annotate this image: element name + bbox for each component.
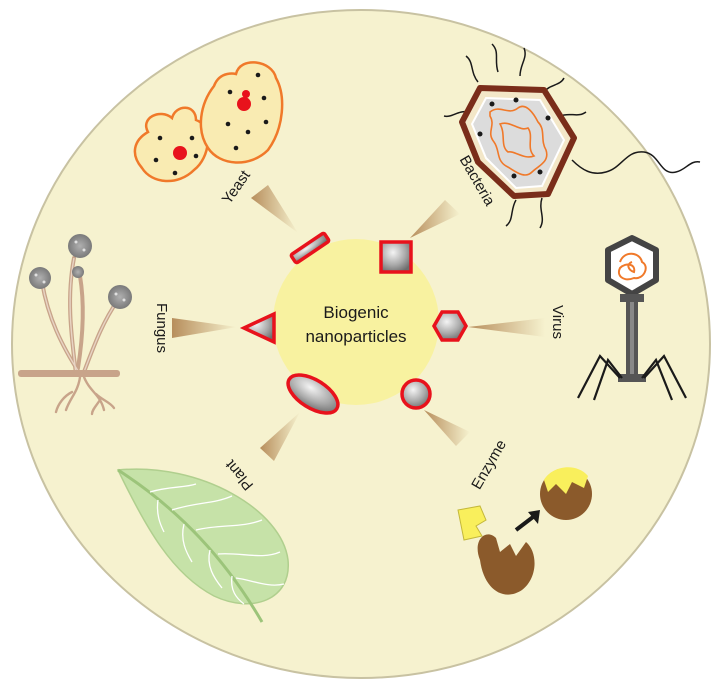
- enzyme-open: [477, 534, 535, 595]
- nanoparticle-triangle: [239, 311, 276, 345]
- yeast-granules: [153, 72, 269, 176]
- bound-substrate: [544, 467, 588, 494]
- fungus-spore-1: [68, 234, 92, 258]
- yeast-bud-nucleus: [242, 90, 250, 98]
- leaf-veins: [149, 483, 285, 605]
- bacteria-flagella: [443, 43, 701, 229]
- nanoparticle-cube: [379, 240, 413, 274]
- fungus-illustration: [18, 234, 132, 416]
- cone-virus: [468, 318, 545, 337]
- fungus-spore-2: [29, 267, 51, 289]
- fungus-roots: [54, 375, 116, 416]
- nanoparticles: [239, 231, 469, 415]
- arrow-head: [528, 510, 540, 524]
- fungus-substrate: [18, 370, 120, 377]
- virus-baseplate: [618, 374, 646, 382]
- virus-illustration: [577, 235, 687, 401]
- cone-plant: [260, 412, 300, 461]
- nanoparticle-sphere: [400, 378, 432, 410]
- yeast-cell-large: [199, 61, 284, 164]
- nanoparticle-rod: [289, 231, 331, 265]
- fungus-spore-4: [72, 266, 84, 278]
- virus-collar: [620, 294, 644, 302]
- nanoparticle-hexagon: [431, 310, 469, 342]
- arrow-shaft: [514, 515, 535, 532]
- cone-yeast: [251, 185, 298, 233]
- cone-enzyme: [424, 410, 470, 446]
- plant-illustration: [116, 468, 289, 623]
- virus-genome: [618, 252, 647, 281]
- fungus-spore-speckles: [34, 240, 126, 302]
- virus-tail-core: [630, 302, 634, 374]
- nanoparticle-ellipse: [286, 373, 340, 415]
- label-fungus: Fungus: [153, 303, 170, 353]
- bacteria-illustration: [443, 43, 701, 229]
- leaf-midrib: [117, 468, 264, 623]
- label-virus: Virus: [549, 305, 566, 339]
- yeast-nucleus-small: [173, 146, 187, 160]
- yeast-illustration: [133, 61, 284, 183]
- bacteria-ribosomes: [477, 97, 551, 179]
- center-label-line1: Biogenic: [323, 303, 389, 322]
- virus-tail-fibers: [577, 354, 687, 401]
- substrate-piece: [457, 505, 487, 541]
- enzyme-illustration: [457, 467, 592, 595]
- center-circle: [273, 239, 439, 405]
- connector-cones: [172, 185, 545, 461]
- yeast-nucleus-large: [237, 97, 251, 111]
- fungus-spore-3: [108, 285, 132, 309]
- cone-bacteria: [410, 200, 460, 238]
- cone-fungus: [172, 318, 237, 338]
- bacteria-dna: [489, 105, 548, 176]
- center-label-line2: nanoparticles: [305, 327, 406, 346]
